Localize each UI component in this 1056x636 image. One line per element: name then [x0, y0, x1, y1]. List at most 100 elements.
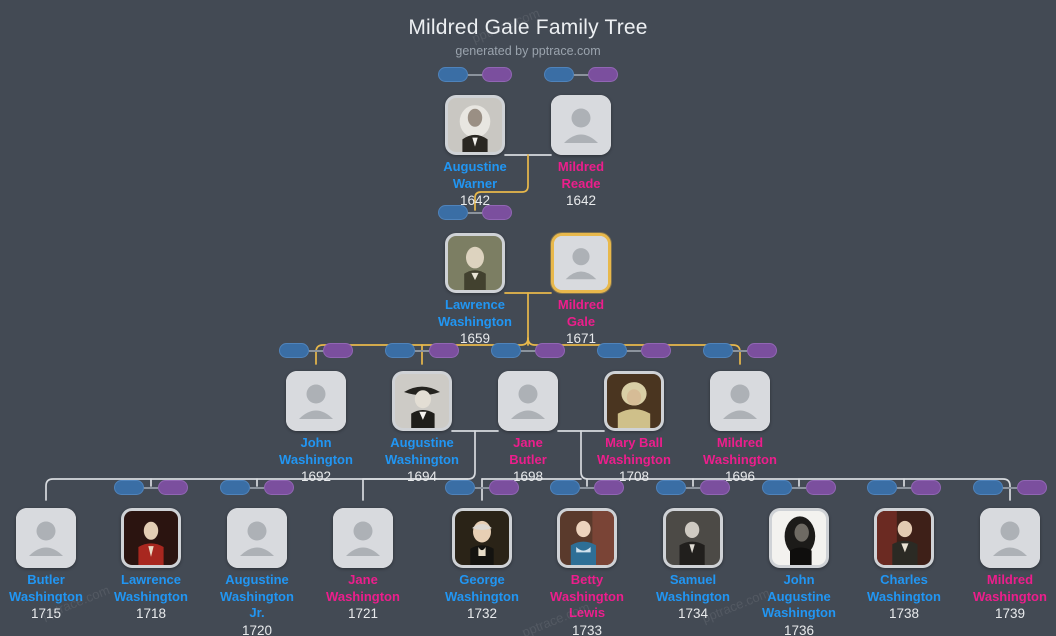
person-birth-year: 1715: [30, 606, 62, 621]
parents-indicator-george-washington[interactable]: [445, 480, 519, 495]
father-pill-icon[interactable]: [438, 205, 468, 220]
mother-pill-icon[interactable]: [806, 480, 836, 495]
person-birth-year: 1642: [459, 193, 491, 208]
portrait-placeholder-avatar[interactable]: [227, 508, 287, 568]
mother-pill-icon[interactable]: [323, 343, 353, 358]
mother-pill-icon[interactable]: [489, 480, 519, 495]
mother-pill-icon[interactable]: [158, 480, 188, 495]
parents-indicator-mary-ball-washington[interactable]: [597, 343, 671, 358]
person-birth-year: 1739: [994, 606, 1026, 621]
portrait-painting-young-man-green[interactable]: [445, 233, 505, 293]
parents-indicator-charles-washington[interactable]: [867, 480, 941, 495]
person-name-line: Washington: [279, 451, 353, 467]
father-pill-icon[interactable]: [445, 480, 475, 495]
portrait-engraving-wigged-gentleman[interactable]: [445, 95, 505, 155]
person-name-line: Mildred: [986, 572, 1034, 587]
person-name-line: Washington: [656, 588, 730, 604]
father-pill-icon[interactable]: [385, 343, 415, 358]
person-name-line: Washington: [220, 588, 294, 604]
father-pill-icon[interactable]: [114, 480, 144, 495]
father-pill-icon[interactable]: [550, 480, 580, 495]
portrait-placeholder-avatar[interactable]: [333, 508, 393, 568]
portrait-photo-seated-gentleman-bw[interactable]: [663, 508, 723, 568]
portrait-placeholder-avatar[interactable]: [16, 508, 76, 568]
person-birth-year: 1718: [135, 606, 167, 621]
parents-indicator-samuel-washington[interactable]: [656, 480, 730, 495]
parents-indicator-mildred-washington-1739[interactable]: [973, 480, 1047, 495]
parents-link-icon: [897, 486, 911, 489]
mother-pill-icon[interactable]: [482, 67, 512, 82]
parents-link-icon: [144, 486, 158, 489]
parents-indicator-mildred-washington-1696[interactable]: [703, 343, 777, 358]
portrait-painting-george-washington[interactable]: [452, 508, 512, 568]
portrait-placeholder-avatar[interactable]: [710, 371, 770, 431]
parents-indicator-betty-washington-lewis[interactable]: [550, 480, 624, 495]
mother-pill-icon[interactable]: [482, 205, 512, 220]
person-name-line: Charles: [880, 572, 928, 587]
person-name-line: Reade: [561, 175, 601, 191]
portrait-painting-man-dark-coat[interactable]: [874, 508, 934, 568]
father-pill-icon[interactable]: [491, 343, 521, 358]
portrait-placeholder-avatar[interactable]: [551, 95, 611, 155]
person-name-line: Jr.: [249, 605, 265, 620]
portrait-engraving-tricorn-hat-man[interactable]: [392, 371, 452, 431]
mother-pill-icon[interactable]: [429, 343, 459, 358]
person-name-line: Washington: [597, 451, 671, 467]
parents-indicator-john-washington-1692[interactable]: [279, 343, 353, 358]
person-birth-year: 1720: [241, 622, 273, 636]
portrait-engraving-profile-bust[interactable]: [769, 508, 829, 568]
person-name-line: John: [783, 572, 815, 587]
portrait-painting-elderly-woman-bonnet[interactable]: [604, 371, 664, 431]
parents-indicator-lawrence-washington-1718[interactable]: [114, 480, 188, 495]
person-name-line: Washington: [385, 451, 459, 467]
mother-pill-icon[interactable]: [594, 480, 624, 495]
page-title: Mildred Gale Family Tree: [408, 16, 648, 39]
portrait-painting-woman-blue-gown[interactable]: [557, 508, 617, 568]
person-name-line: Warner: [452, 175, 498, 191]
person-birth-year: 1642: [565, 193, 597, 208]
mother-pill-icon[interactable]: [747, 343, 777, 358]
parents-link-icon: [475, 486, 489, 489]
person-name-line: Washington: [867, 588, 941, 604]
person-name-line: Washington: [326, 588, 400, 604]
father-pill-icon[interactable]: [973, 480, 1003, 495]
mother-pill-icon[interactable]: [641, 343, 671, 358]
mother-pill-icon[interactable]: [1017, 480, 1047, 495]
person-name-line: Washington: [438, 313, 512, 329]
person-name-line: Augustine: [390, 435, 454, 450]
father-pill-icon[interactable]: [867, 480, 897, 495]
portrait-painting-man-red-coat[interactable]: [121, 508, 181, 568]
father-pill-icon[interactable]: [544, 67, 574, 82]
portrait-placeholder-avatar[interactable]: [498, 371, 558, 431]
parents-indicator-augustine-warner[interactable]: [438, 67, 512, 82]
person-name-line: Jane: [348, 572, 378, 587]
parents-indicator-jane-butler[interactable]: [491, 343, 565, 358]
portrait-placeholder-avatar[interactable]: [286, 371, 346, 431]
person-birth-year: 1738: [888, 606, 920, 621]
person-birth-year: 1671: [565, 331, 597, 346]
mother-pill-icon[interactable]: [700, 480, 730, 495]
father-pill-icon[interactable]: [703, 343, 733, 358]
parents-indicator-augustine-washington-jr[interactable]: [220, 480, 294, 495]
father-pill-icon[interactable]: [656, 480, 686, 495]
parents-indicator-lawrence-washington-1659[interactable]: [438, 205, 512, 220]
father-pill-icon[interactable]: [220, 480, 250, 495]
father-pill-icon[interactable]: [597, 343, 627, 358]
parents-indicator-john-augustine-washington[interactable]: [762, 480, 836, 495]
father-pill-icon[interactable]: [438, 67, 468, 82]
parents-indicator-augustine-washington-1694[interactable]: [385, 343, 459, 358]
mother-pill-icon[interactable]: [264, 480, 294, 495]
portrait-placeholder-avatar[interactable]: [980, 508, 1040, 568]
parents-link-icon: [521, 349, 535, 352]
father-pill-icon[interactable]: [762, 480, 792, 495]
parents-indicator-mildred-reade[interactable]: [544, 67, 618, 82]
mother-pill-icon[interactable]: [911, 480, 941, 495]
portrait-placeholder-avatar[interactable]: [551, 233, 611, 293]
mother-pill-icon[interactable]: [588, 67, 618, 82]
father-pill-icon[interactable]: [279, 343, 309, 358]
mother-pill-icon[interactable]: [535, 343, 565, 358]
